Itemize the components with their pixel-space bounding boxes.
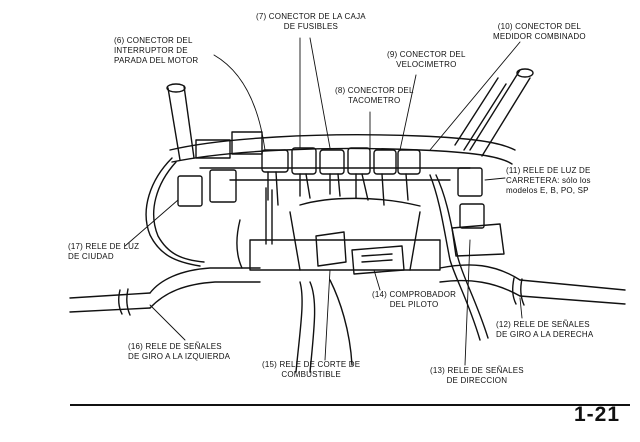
label-high-beam-relay: (11) RELE DE LUZ DE CARRETERA: sólo los … [506,166,591,195]
label-speedometer-connector: (9) CONECTOR DEL VELOCIMETRO [387,50,466,69]
fork-tubes [166,68,534,161]
label-direction-signal-relay: (13) RELE DE SEÑALES DE DIRECCION [430,366,524,385]
label-fuse-box-connector: (7) CONECTOR DE LA CAJA DE FUSIBLES [256,12,366,31]
leader-lines [124,37,523,366]
right-relays [451,167,505,257]
label-right-turn-relay: (12) RELE DE SEÑALES DE GIRO A LA DERECH… [496,320,594,339]
label-engine-stop-switch-connector: (6) CONECTOR DEL INTERRUPTOR DE PARADA D… [114,36,199,65]
pilot-checker [315,231,405,275]
label-pilot-checker: (14) COMPROBADOR DEL PILOTO [372,290,457,309]
label-left-turn-relay: (16) RELE DE SEÑALES DE GIRO A LA IZQUIE… [128,342,231,361]
connector-row [261,147,421,206]
label-combination-meter-connector: (10) CONECTOR DEL MEDIDOR COMBINADO [493,22,586,41]
page-number: 1-21 [574,403,621,426]
footer-rule [70,404,630,406]
label-tachometer-connector: (8) CONECTOR DEL TACOMETRO [335,86,414,105]
label-fuel-cut-relay: (15) RELE DE CORTE DE COMBUSTIBLE [262,360,361,379]
wire-harness [145,157,489,373]
label-position-light-relay: (17) RELE DE LUZ DE CIUDAD [68,242,140,261]
right-handlebar [439,264,626,306]
left-handlebar [69,267,261,316]
left-relays [177,131,263,207]
